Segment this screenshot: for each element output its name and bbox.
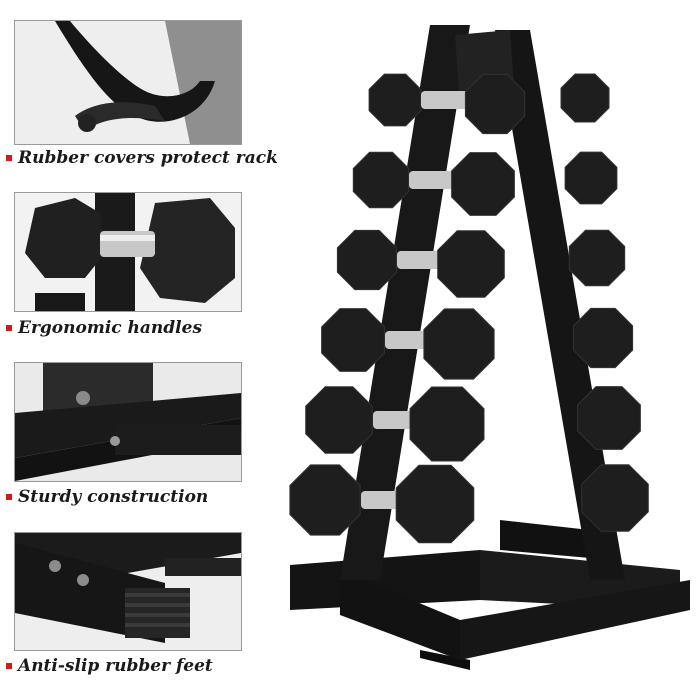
dumbbell-head (451, 152, 515, 216)
dumbbell-head (572, 307, 634, 369)
bullet-icon (6, 155, 12, 161)
feature-panel-sturdy-construction (14, 362, 242, 482)
rubber-foot-icon (15, 533, 241, 650)
feature-panel-ergonomic-handles (14, 192, 242, 312)
feature-label: Rubber covers protect rack (18, 148, 278, 168)
rack-base-left (290, 550, 480, 610)
dumbbell-head (568, 229, 626, 287)
dumbbell-head (560, 73, 610, 123)
dumbbell-handle-icon (15, 193, 241, 311)
feature-panel-rubber-feet (14, 532, 242, 651)
feature-caption: Anti-slip rubber feet (6, 656, 213, 676)
rubber-hook-icon (15, 21, 241, 144)
bullet-icon (6, 663, 12, 669)
dumbbell-handle (397, 251, 445, 269)
bullet-icon (6, 494, 12, 500)
dumbbell-head (464, 73, 526, 135)
dumbbell-handle (409, 171, 457, 189)
dumbbell-head (409, 386, 485, 462)
rack-rear-foot (500, 520, 590, 558)
dumbbell-rack-image (270, 10, 695, 694)
feature-label: Ergonomic handles (18, 318, 203, 338)
dumbbell-head (289, 464, 361, 536)
dumbbell-head (437, 230, 505, 298)
feature-caption: Ergonomic handles (6, 318, 202, 338)
dumbbell-head (336, 229, 398, 291)
dumbbell (305, 386, 641, 462)
bolted-frame-icon (15, 363, 241, 481)
dumbbell (368, 73, 610, 135)
rack-front-upright (340, 25, 470, 580)
dumbbell-head (368, 73, 422, 127)
dumbbell (352, 151, 618, 216)
dumbbell-handle (385, 331, 433, 349)
rack-front-foot (420, 650, 470, 670)
dumbbell-head (423, 308, 495, 380)
dumbbell (289, 464, 649, 544)
dumbbell (321, 307, 634, 380)
feature-label: Anti-slip rubber feet (18, 656, 213, 676)
feature-panel-rubber-covers (14, 20, 242, 145)
dumbbell-head (352, 151, 410, 209)
bullet-icon (6, 325, 12, 331)
dumbbell-head (581, 464, 649, 532)
dumbbell-head (564, 151, 618, 205)
dumbbell-handle (421, 91, 469, 109)
dumbbell-head (305, 386, 373, 454)
feature-caption: Rubber covers protect rack (6, 148, 278, 168)
dumbbell-head (321, 308, 385, 372)
dumbbell-rack-icon (289, 25, 690, 670)
dumbbell-handle (373, 411, 421, 429)
feature-label: Sturdy construction (18, 487, 209, 507)
dumbbell-head (395, 464, 475, 544)
dumbbell-head (577, 386, 641, 450)
feature-caption: Sturdy construction (6, 487, 208, 507)
dumbbell (336, 229, 626, 298)
